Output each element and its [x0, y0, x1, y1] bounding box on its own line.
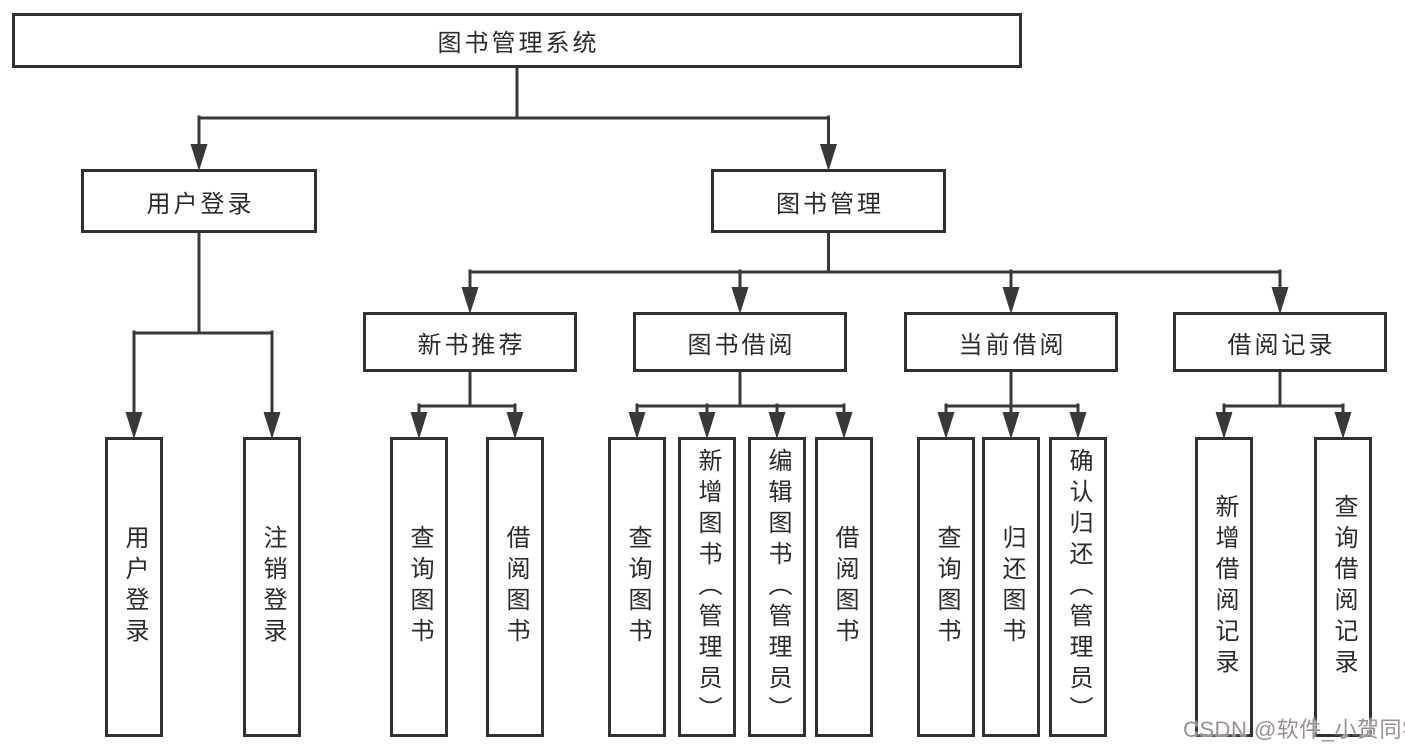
node-label: 用户登录: [146, 190, 255, 218]
node-label: 注销登录: [259, 525, 286, 649]
node-new-book: 新书推荐: [363, 312, 577, 372]
watermark: CSDN @软件_小贺同学: [1183, 717, 1405, 742]
connector-current-borrow: [937, 368, 1087, 439]
node-current-borrow: 当前借阅: [904, 312, 1118, 372]
node-label: 查询图书: [624, 525, 651, 649]
node-label: 图书管理: [776, 190, 884, 218]
node-leaf-query-book-3: 查询图书: [917, 437, 975, 737]
node-leaf-query-record: 查询借阅记录: [1314, 437, 1372, 737]
node-label: 新增图书（管理员）: [694, 447, 721, 727]
node-label: 当前借阅: [958, 331, 1067, 359]
node-label: 确认归还（管理员）: [1065, 447, 1092, 727]
node-label: 借阅图书: [831, 525, 858, 649]
node-label: 查询图书: [933, 525, 960, 649]
node-label: 借阅图书: [502, 525, 529, 649]
node-label: 编辑图书（管理员）: [764, 447, 791, 727]
node-label: 图书借阅: [687, 331, 796, 359]
node-user-login: 用户登录: [81, 169, 317, 233]
node-leaf-borrow-book-2: 借阅图书: [815, 437, 873, 737]
node-label: 查询借阅记录: [1330, 494, 1357, 680]
connector-book-borrow: [628, 368, 853, 439]
node-leaf-borrow-book-1: 借阅图书: [486, 437, 544, 737]
node-label: 图书管理系统: [437, 30, 600, 57]
node-leaf-logout: 注销登录: [243, 437, 301, 737]
node-leaf-add-record: 新增借阅记录: [1195, 437, 1253, 737]
node-leaf-user-login: 用户登录: [105, 437, 163, 737]
node-book-borrow: 图书借阅: [633, 312, 847, 372]
node-label: 用户登录: [121, 525, 148, 649]
node-label: 归还图书: [998, 525, 1025, 649]
node-leaf-query-book-1: 查询图书: [390, 437, 448, 737]
node-borrow-record: 借阅记录: [1173, 312, 1387, 372]
connector-book-mgmt: [461, 229, 1289, 314]
node-leaf-query-book-2: 查询图书: [608, 437, 666, 737]
connector-borrow-record: [1215, 368, 1352, 439]
node-leaf-edit-book: 编辑图书（管理员）: [748, 437, 806, 737]
node-leaf-add-book: 新增图书（管理员）: [678, 437, 736, 737]
connector-user-login: [125, 229, 281, 439]
node-label: 新书推荐: [417, 331, 526, 359]
node-leaf-return-book: 归还图书: [982, 437, 1040, 737]
node-leaf-confirm-return: 确认归还（管理员）: [1049, 437, 1107, 737]
node-root: 图书管理系统: [12, 13, 1022, 68]
node-label: 查询图书: [406, 525, 433, 649]
node-label: 借阅记录: [1227, 331, 1336, 359]
connector-new-book: [410, 368, 524, 439]
connector-root: [190, 64, 837, 171]
node-book-mgmt: 图书管理: [711, 169, 946, 233]
node-label: 新增借阅记录: [1211, 494, 1238, 680]
